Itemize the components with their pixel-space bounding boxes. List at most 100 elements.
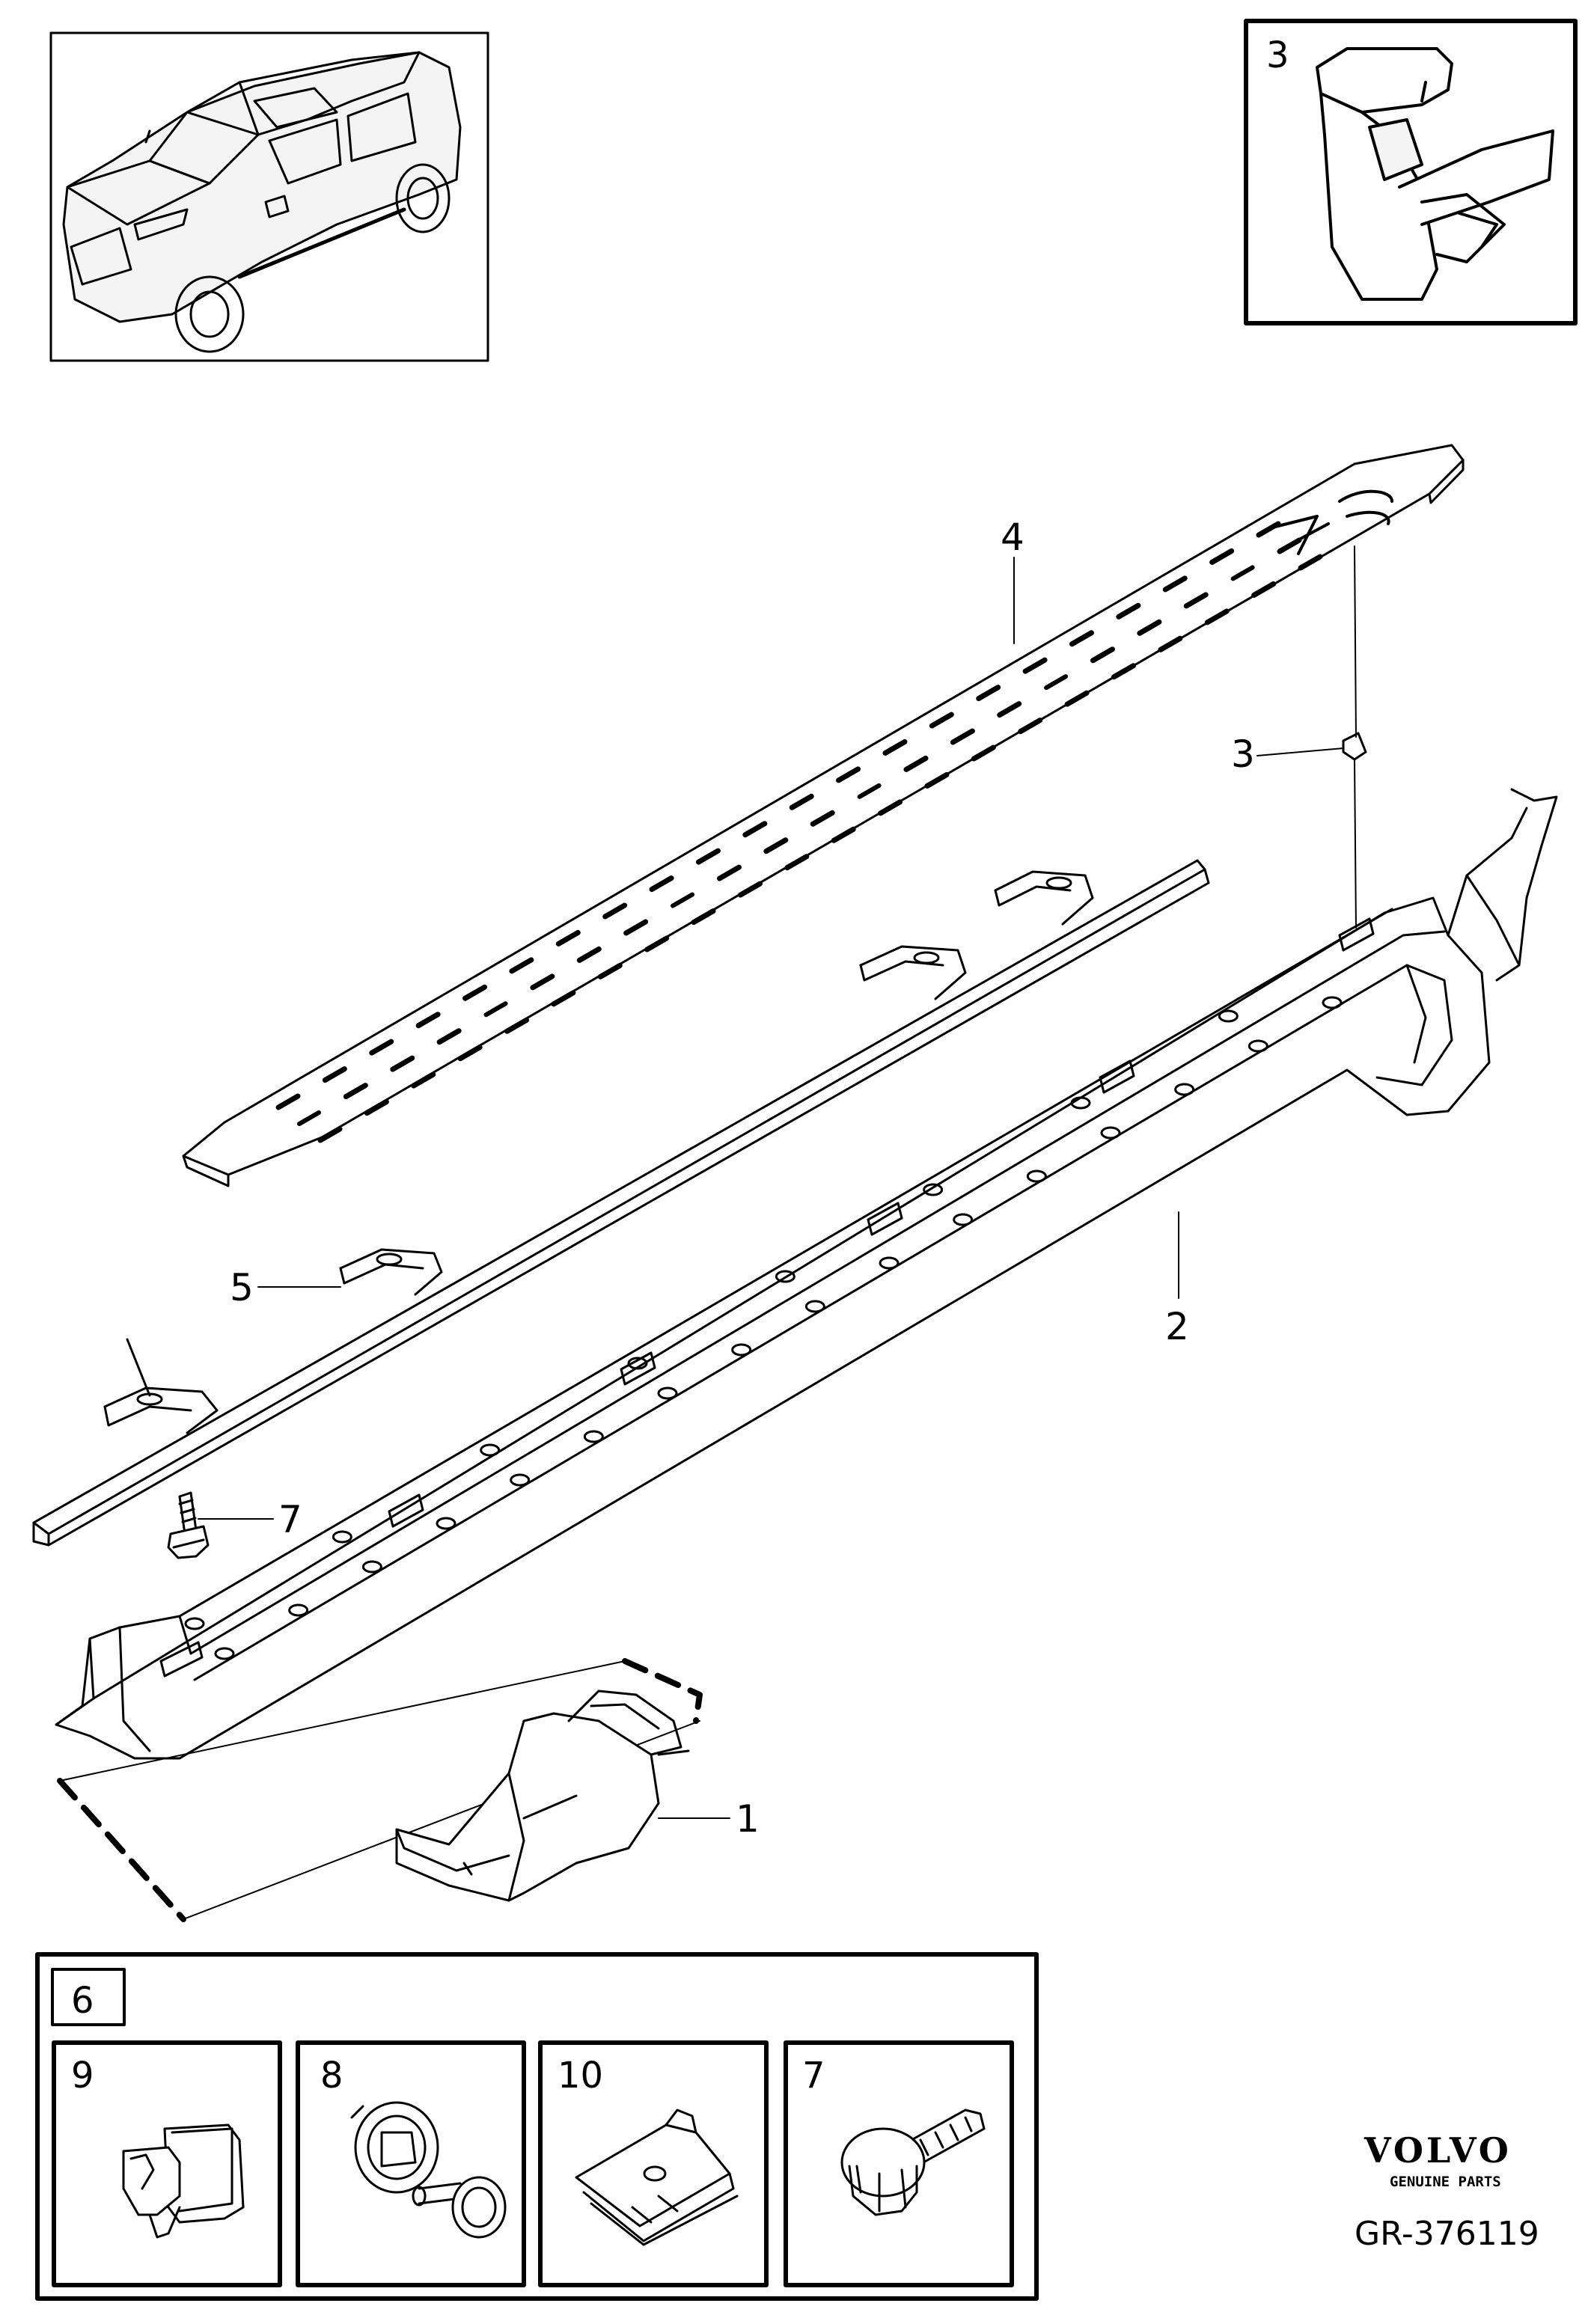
sill-hole <box>214 1647 235 1660</box>
plate-slot <box>649 875 674 893</box>
sill-cover-part-2 <box>55 788 1558 1760</box>
plate-slot <box>784 854 810 871</box>
plate-slot <box>878 799 903 816</box>
plate-slot <box>343 1083 368 1100</box>
plate-slot <box>737 881 763 898</box>
plate-slot <box>742 821 768 838</box>
plate-slot <box>369 1039 394 1056</box>
plate-slot <box>789 793 814 810</box>
plate-slot <box>457 1045 483 1062</box>
clip-detail-box: 3 <box>1244 19 1578 325</box>
plate-slot <box>322 1066 347 1083</box>
kit-item-7-label: 7 <box>802 2055 825 2097</box>
plate-slot <box>691 908 716 926</box>
callout-part-7: 7 <box>278 1498 302 1541</box>
sill-hole <box>923 1183 944 1196</box>
sill-hole <box>775 1270 796 1283</box>
end-cap-icon <box>395 1690 690 1902</box>
sill-cover-holes <box>184 996 1343 1660</box>
plate-slot <box>1018 718 1043 735</box>
callout-part-4: 4 <box>1001 516 1024 559</box>
end-cap-part-1 <box>57 1658 703 1922</box>
sill-hole <box>657 1386 678 1400</box>
plate-slot <box>1090 646 1115 664</box>
rivet-icon <box>350 2101 507 2239</box>
clip-part-3-small <box>1342 545 1367 929</box>
kit-item-10-label: 10 <box>558 2055 603 2097</box>
sill-hole <box>436 1517 456 1530</box>
plate-slot <box>950 728 975 745</box>
plate-slot <box>1069 630 1094 647</box>
kit-box-6: 6 9 8 <box>35 1952 1039 2301</box>
vehicle-overview-box <box>49 31 489 362</box>
sill-hole <box>288 1603 309 1617</box>
sill-hole <box>1248 1039 1268 1053</box>
plate-slot <box>555 929 581 947</box>
sill-hole <box>480 1443 501 1457</box>
step-plate-part-4 <box>182 444 1465 1187</box>
clip-icon <box>1316 47 1554 301</box>
plate-slot <box>1204 608 1230 626</box>
plate-slot <box>810 810 835 827</box>
plate-slot <box>1162 575 1188 593</box>
step-plate-slots <box>275 521 1323 1143</box>
plate-slot <box>1209 548 1235 565</box>
plate-slot <box>1183 592 1209 609</box>
plate-slot <box>997 701 1022 718</box>
plate-slot <box>623 919 649 936</box>
plate-slot <box>1022 657 1048 674</box>
plate-slot <box>504 1017 530 1034</box>
kit-item-8-label: 8 <box>320 2055 343 2097</box>
plate-slot <box>695 848 721 865</box>
sill-hole <box>1322 996 1343 1009</box>
brand-tagline: GENUINE PARTS <box>1390 2174 1501 2190</box>
plate-slot <box>530 973 555 991</box>
plate-slot <box>882 739 908 756</box>
sill-hole <box>804 1300 825 1313</box>
sill-hole <box>1100 1126 1121 1140</box>
sill-hole <box>184 1617 205 1630</box>
plate-slot <box>1298 554 1323 571</box>
plate-slot <box>1251 581 1277 598</box>
sill-hole <box>1070 1096 1091 1110</box>
plate-slot <box>483 1001 508 1018</box>
plate-slot <box>924 771 950 789</box>
callout-part-3: 3 <box>1231 733 1255 776</box>
plate-slot <box>1111 663 1136 680</box>
kit-box-label: 6 <box>71 1980 94 2022</box>
kit-item-10: 10 <box>538 2040 769 2287</box>
brand-block: VOLVO GENUINE PARTS GR-376119 <box>1355 2130 1539 2253</box>
flange-bolt-icon <box>840 2109 986 2216</box>
plate-slot <box>297 1110 321 1126</box>
sill-hole <box>953 1213 974 1226</box>
plate-slot <box>602 902 628 920</box>
kit-item-9-label: 9 <box>71 2055 94 2097</box>
plate-slot <box>716 864 742 881</box>
kit-item-7: 7 <box>784 2040 1014 2287</box>
plate-slot <box>857 783 882 799</box>
sill-hole <box>731 1343 752 1357</box>
plate-slot <box>1044 674 1069 691</box>
plate-slot <box>903 755 929 772</box>
plate-slot <box>1116 602 1141 620</box>
sill-hole <box>583 1430 604 1443</box>
plate-slot <box>462 984 488 1001</box>
plate-slot <box>436 1028 462 1045</box>
plate-slot <box>831 826 856 843</box>
plate-slot <box>390 1055 415 1072</box>
callout-numbers: 4 3 2 5 7 1 <box>230 516 1255 1841</box>
plate-slot <box>317 1126 343 1143</box>
plate-slot <box>971 744 996 762</box>
car-overview-icon <box>62 51 462 353</box>
plate-slot <box>1256 521 1281 538</box>
plate-slot <box>836 766 861 783</box>
diagram-reference: GR-376119 <box>1355 2215 1539 2253</box>
kit-item-9: 9 <box>52 2040 282 2287</box>
brand-name: VOLVO <box>1364 2130 1512 2171</box>
plate-slot <box>1064 690 1090 707</box>
plate-slot <box>411 1071 436 1089</box>
clip-detail-label: 3 <box>1266 34 1289 76</box>
push-clip-icon <box>122 2123 245 2239</box>
spring-nut-icon <box>575 2109 739 2246</box>
